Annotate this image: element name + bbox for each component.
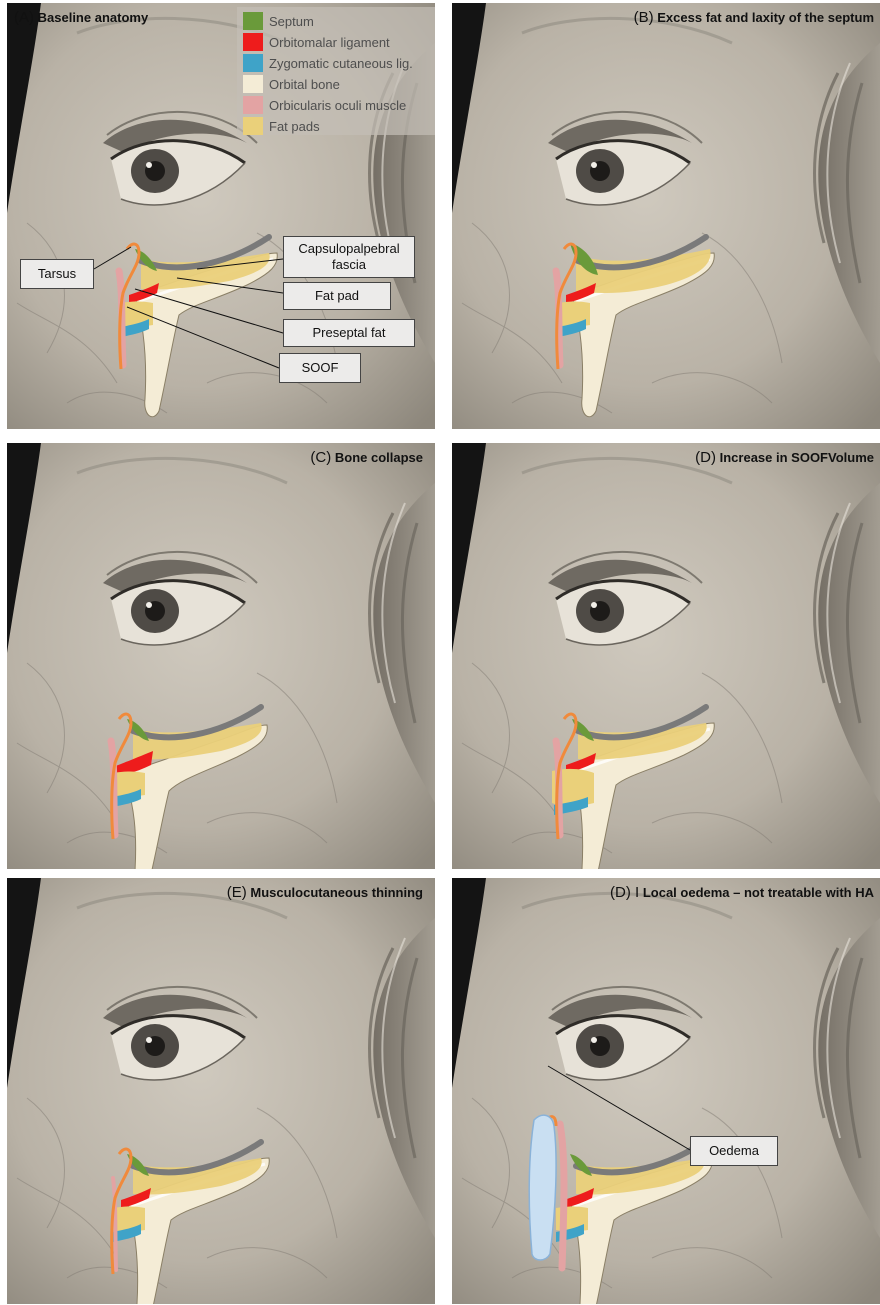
fat-swatch: [243, 117, 263, 135]
zygomatic-swatch: [243, 54, 263, 72]
panel-title: (A) Baseline anatomy: [14, 9, 148, 26]
legend-item-orbitomalar: Orbitomalar ligament: [243, 33, 390, 51]
callout-line: fascia: [332, 257, 366, 273]
panel-a: (A) Baseline anatomy Septum Orbitomalar …: [7, 3, 435, 429]
panel-letter: (E): [227, 884, 247, 901]
muscle-swatch: [243, 96, 263, 114]
orbitomalar-swatch: [243, 33, 263, 51]
callout-line: Capsulopalpebral: [298, 241, 399, 257]
panel-title: (B) Excess fat and laxity of the septum: [634, 9, 874, 26]
panel-letter: (C): [310, 449, 331, 466]
panel-title-text: Excess fat and laxity of the septum: [657, 10, 874, 25]
panel-d: (D) Increase in SOOFVolume: [452, 443, 880, 869]
panel-title: (C) Bone collapse: [310, 449, 423, 466]
legend-label: Septum: [269, 14, 314, 29]
tarsus-callout: Tarsus: [20, 259, 94, 289]
panel-letter: (D): [695, 449, 716, 466]
capsulopalpebral-callout: Capsulopalpebral fascia: [283, 236, 415, 278]
preseptal-fat-callout: Preseptal fat: [283, 319, 415, 347]
panel-title: (E) Musculocutaneous thinning: [227, 884, 423, 901]
face-illustration: [7, 443, 435, 869]
legend-item-muscle: Orbicularis oculi muscle: [243, 96, 406, 114]
fat-pad-callout: Fat pad: [283, 282, 391, 310]
legend-label: Orbitomalar ligament: [269, 35, 390, 50]
face-illustration: [452, 878, 880, 1304]
oedema-callout: Oedema: [690, 1136, 778, 1166]
panel-oedema: (D) I Local oedema – not treatable with …: [452, 878, 880, 1304]
face-illustration: [452, 3, 880, 429]
panel-letter: (B): [634, 9, 654, 26]
panel-title-text: Local oedema – not treatable with HA: [643, 885, 874, 900]
panel-title: (D) I Local oedema – not treatable with …: [610, 884, 874, 901]
legend-item-zygomatic: Zygomatic cutaneous lig.: [243, 54, 413, 72]
panel-title-text: Increase in SOOFVolume: [720, 450, 874, 465]
legend-label: Zygomatic cutaneous lig.: [269, 56, 413, 71]
panel-e: (E) Musculocutaneous thinning: [7, 878, 435, 1304]
panel-b: (B) Excess fat and laxity of the septum: [452, 3, 880, 429]
legend-item-septum: Septum: [243, 12, 314, 30]
panel-letter: (A): [14, 9, 34, 26]
legend-item-fat: Fat pads: [243, 117, 320, 135]
face-illustration: [452, 443, 880, 869]
legend-label: Orbital bone: [269, 77, 340, 92]
legend: Septum Orbitomalar ligament Zygomatic cu…: [237, 7, 435, 135]
panel-title: (D) Increase in SOOFVolume: [695, 449, 874, 466]
soof-callout: SOOF: [279, 353, 361, 383]
panel-title-text: Bone collapse: [335, 450, 423, 465]
face-illustration: [7, 878, 435, 1304]
panel-title-text: Baseline anatomy: [38, 10, 149, 25]
septum-swatch: [243, 12, 263, 30]
legend-label: Orbicularis oculi muscle: [269, 98, 406, 113]
panel-c: (C) Bone collapse: [7, 443, 435, 869]
bone-swatch: [243, 75, 263, 93]
legend-label: Fat pads: [269, 119, 320, 134]
panel-letter: (D) I: [610, 884, 639, 901]
legend-item-bone: Orbital bone: [243, 75, 340, 93]
panel-title-text: Musculocutaneous thinning: [250, 885, 423, 900]
